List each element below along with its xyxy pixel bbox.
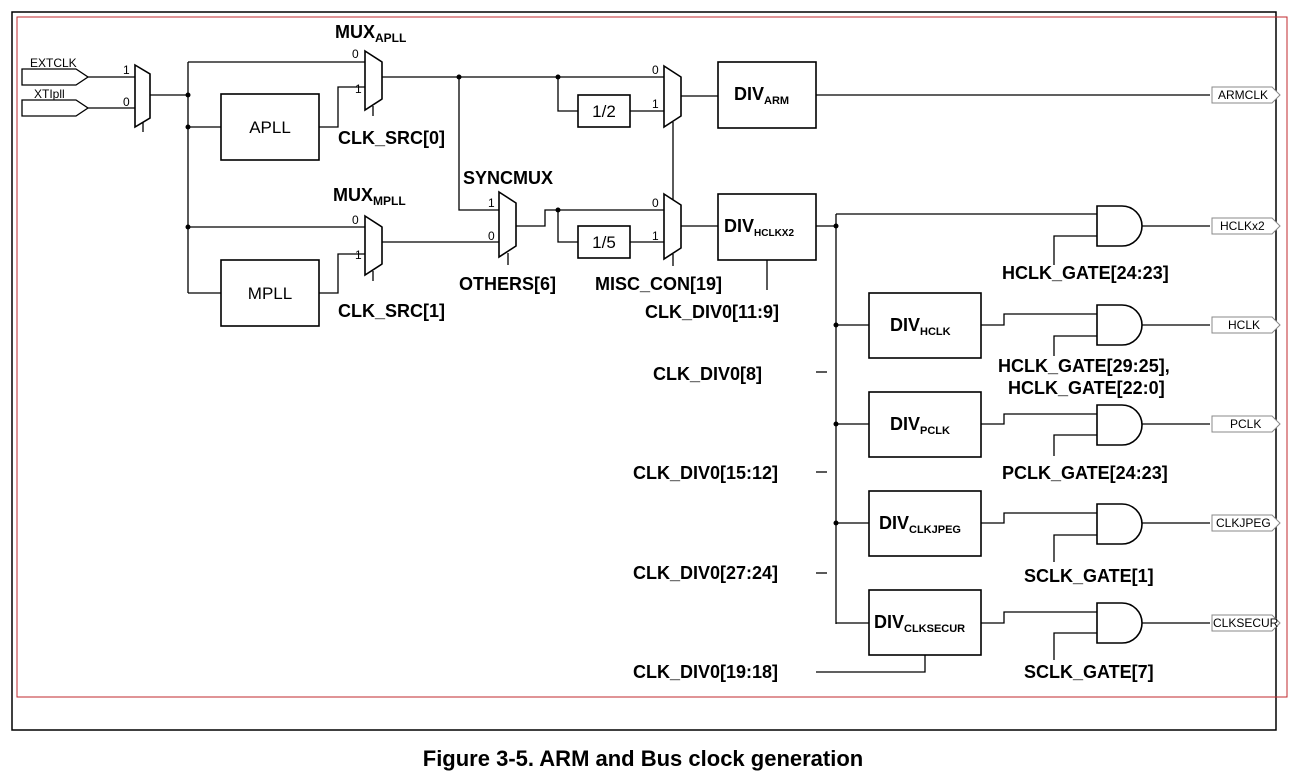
hclk-label: HCLK bbox=[1228, 318, 1260, 332]
syncmux: SYNCMUX 1 0 OTHERS[6] bbox=[459, 168, 556, 294]
hclkx2-mux-in1: 1 bbox=[652, 229, 659, 243]
hclkx2-mux-in0: 0 bbox=[652, 196, 659, 210]
div-hclk-label: DIVHCLK bbox=[890, 315, 951, 338]
half-divider bbox=[577, 94, 631, 128]
input-mux-in0: 0 bbox=[123, 95, 130, 109]
clkjpeg-port: CLKJPEG bbox=[1211, 514, 1281, 532]
jpeg-gate-label: SCLK_GATE[1] bbox=[1024, 566, 1154, 586]
mpll-label: MPLL bbox=[248, 284, 292, 303]
div-clksecur-label: DIVCLKSECUR bbox=[874, 612, 965, 635]
div-pclk-block bbox=[868, 391, 982, 458]
clk-src0-label: CLK_SRC[0] bbox=[338, 128, 445, 148]
clk-div0-27-24-label: CLK_DIV0[27:24] bbox=[633, 563, 778, 583]
apll-label: APLL bbox=[249, 118, 291, 137]
hclkx2-port: HCLKx2 bbox=[1211, 217, 1281, 235]
armclk-label: ARMCLK bbox=[1218, 88, 1268, 102]
hclk-and-gate: HCLK_GATE[29:25], HCLK_GATE[22:0] bbox=[998, 304, 1210, 398]
half-divider-label: 1/2 bbox=[592, 102, 616, 121]
mux-apll-in1: 1 bbox=[355, 82, 362, 96]
figure-caption: Figure 3-5. ARM and Bus clock generation bbox=[423, 746, 863, 771]
mux-mpll-in1: 1 bbox=[355, 248, 362, 262]
clksecur-port: CLKSECUR bbox=[1211, 614, 1281, 632]
extclk-label: EXTCLK bbox=[30, 56, 77, 70]
hclkx2-mux: 0 1 MISC_CON[19] bbox=[595, 192, 722, 294]
fifth-divider-label: 1/5 bbox=[592, 233, 616, 252]
inner-frame bbox=[16, 16, 1288, 698]
clk-div0-8-label: CLK_DIV0[8] bbox=[653, 364, 762, 384]
div-clkjpeg-block bbox=[868, 490, 982, 557]
div-pclk-label: DIVPCLK bbox=[890, 414, 950, 437]
div-arm-label: DIVARM bbox=[734, 84, 789, 107]
clk-div0-11-9-label: CLK_DIV0[11:9] bbox=[645, 302, 779, 322]
xtipll-port: XTIpll bbox=[21, 87, 90, 117]
clksecur-label: CLKSECUR bbox=[1213, 616, 1279, 630]
pclk-and-gate: PCLK_GATE[24:23] bbox=[1002, 404, 1210, 483]
fifth-divider bbox=[577, 225, 631, 259]
clksecur-and-gate: SCLK_GATE[7] bbox=[1024, 602, 1210, 682]
hclkx2-label: HCLKx2 bbox=[1220, 219, 1265, 233]
syncmux-in0: 0 bbox=[488, 229, 495, 243]
div-arm-block bbox=[717, 61, 817, 129]
apll-block bbox=[220, 93, 320, 161]
arm-mux-in1: 1 bbox=[652, 97, 659, 111]
pclk-label: PCLK bbox=[1230, 417, 1261, 431]
input-mux-in1: 1 bbox=[123, 63, 130, 77]
secur-gate-label: SCLK_GATE[7] bbox=[1024, 662, 1154, 682]
others6-label: OTHERS[6] bbox=[459, 274, 556, 294]
mux-mpll: MUXMPLL 0 1 CLK_SRC[1] bbox=[333, 185, 445, 321]
mux-mpll-in0: 0 bbox=[352, 213, 359, 227]
clk-div0-15-12-label: CLK_DIV0[15:12] bbox=[633, 463, 778, 483]
mux-mpll-label: MUXMPLL bbox=[333, 185, 406, 208]
syncmux-label: SYNCMUX bbox=[463, 168, 553, 188]
clkjpeg-label: CLKJPEG bbox=[1216, 516, 1271, 530]
mux-apll: MUXAPLL 0 1 CLK_SRC[0] bbox=[335, 22, 445, 148]
hclk-gate-label-1: HCLK_GATE[29:25], bbox=[998, 356, 1170, 376]
div-clkjpeg-label: DIVCLKJPEG bbox=[879, 513, 961, 536]
hclkx2-gate-label: HCLK_GATE[24:23] bbox=[1002, 263, 1169, 283]
misc-con19-label: MISC_CON[19] bbox=[595, 274, 722, 294]
clkjpeg-and-gate: SCLK_GATE[1] bbox=[1024, 503, 1210, 586]
hclkx2-and-gate: HCLK_GATE[24:23] bbox=[1002, 205, 1210, 283]
mux-apll-in0: 0 bbox=[352, 47, 359, 61]
arm-mux-in0: 0 bbox=[652, 63, 659, 77]
mux-apll-label: MUXAPLL bbox=[335, 22, 406, 45]
input-mux: 1 0 bbox=[88, 63, 151, 132]
clk-div0-19-18-label: CLK_DIV0[19:18] bbox=[633, 662, 778, 682]
outer-frame bbox=[11, 11, 1277, 731]
arm-mux: 0 1 bbox=[652, 63, 682, 129]
hclk-gate-label-2: HCLK_GATE[22:0] bbox=[1008, 378, 1165, 398]
armclk-port: ARMCLK bbox=[1211, 86, 1281, 104]
clk-src1-label: CLK_SRC[1] bbox=[338, 301, 445, 321]
syncmux-in1: 1 bbox=[488, 196, 495, 210]
hclk-port: HCLK bbox=[1211, 316, 1281, 334]
extclk-port: EXTCLK bbox=[21, 56, 90, 86]
div-hclkx2-label: DIVHCLKX2 bbox=[724, 216, 794, 239]
xtipll-label: XTIpll bbox=[34, 87, 65, 101]
pclk-port: PCLK bbox=[1211, 415, 1281, 433]
pclk-gate-label: PCLK_GATE[24:23] bbox=[1002, 463, 1168, 483]
